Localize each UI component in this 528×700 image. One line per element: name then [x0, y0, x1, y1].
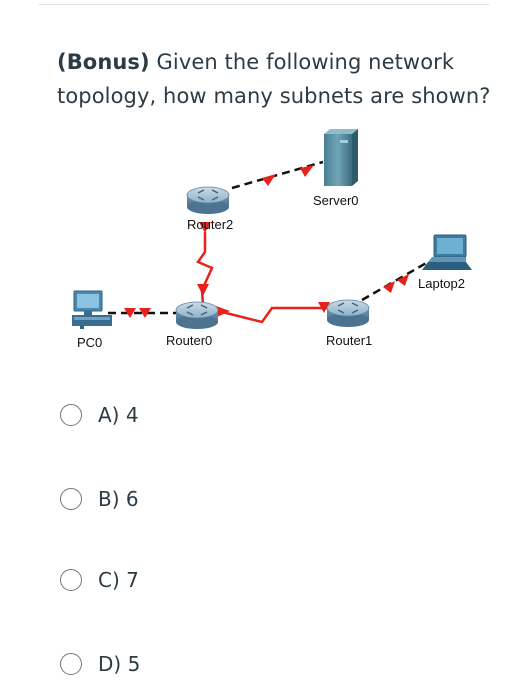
answer-option-a[interactable]: A) 4 [60, 398, 139, 432]
option-label: B) 6 [98, 487, 139, 511]
pc0-icon [72, 290, 112, 329]
router1-icon [326, 299, 370, 327]
link-endpoint-marker [262, 174, 276, 186]
laptop2-icon [422, 234, 472, 270]
radio-button-c[interactable] [60, 569, 82, 591]
server0-label: Server0 [313, 193, 359, 208]
question-line2: topology, how many subnets are shown? [57, 84, 491, 108]
radio-button-d[interactable] [60, 653, 82, 675]
answer-option-b[interactable]: B) 6 [60, 482, 139, 516]
link-endpoint-marker [318, 302, 330, 313]
answer-option-c[interactable]: C) 7 [60, 563, 139, 597]
link-router0-router1 [217, 306, 345, 324]
pc0-label: PC0 [77, 335, 103, 350]
router0-label: Router0 [166, 333, 213, 348]
radio-button-a[interactable] [60, 404, 82, 426]
link-endpoint-marker [383, 281, 395, 293]
option-label: D) 5 [98, 652, 141, 676]
question-bold-prefix: (Bonus) [57, 50, 150, 74]
radio-button-b[interactable] [60, 488, 82, 510]
link-endpoint-marker [300, 165, 314, 177]
server0-icon [324, 129, 358, 186]
option-label: A) 4 [98, 403, 139, 427]
router2-icon [186, 186, 230, 214]
laptop2-label: Laptop2 [418, 276, 465, 291]
router1-label: Router1 [326, 333, 373, 348]
router2-label: Router2 [187, 217, 234, 232]
link-endpoint-marker [139, 308, 151, 318]
router0-icon [175, 301, 219, 329]
link-router2-server0 [231, 160, 324, 190]
link-endpoint-marker [197, 284, 209, 296]
link-endpoint-marker [124, 308, 136, 318]
link-endpoint-marker [397, 274, 409, 286]
answer-option-d[interactable]: D) 5 [60, 647, 140, 681]
top-divider [38, 4, 490, 5]
question-line1: Given the following network [149, 50, 455, 74]
option-label: C) 7 [98, 568, 139, 592]
link-router2-router0 [196, 232, 214, 306]
link-endpoint-marker [216, 306, 230, 317]
question-text: (Bonus) Given the following network topo… [57, 45, 497, 113]
